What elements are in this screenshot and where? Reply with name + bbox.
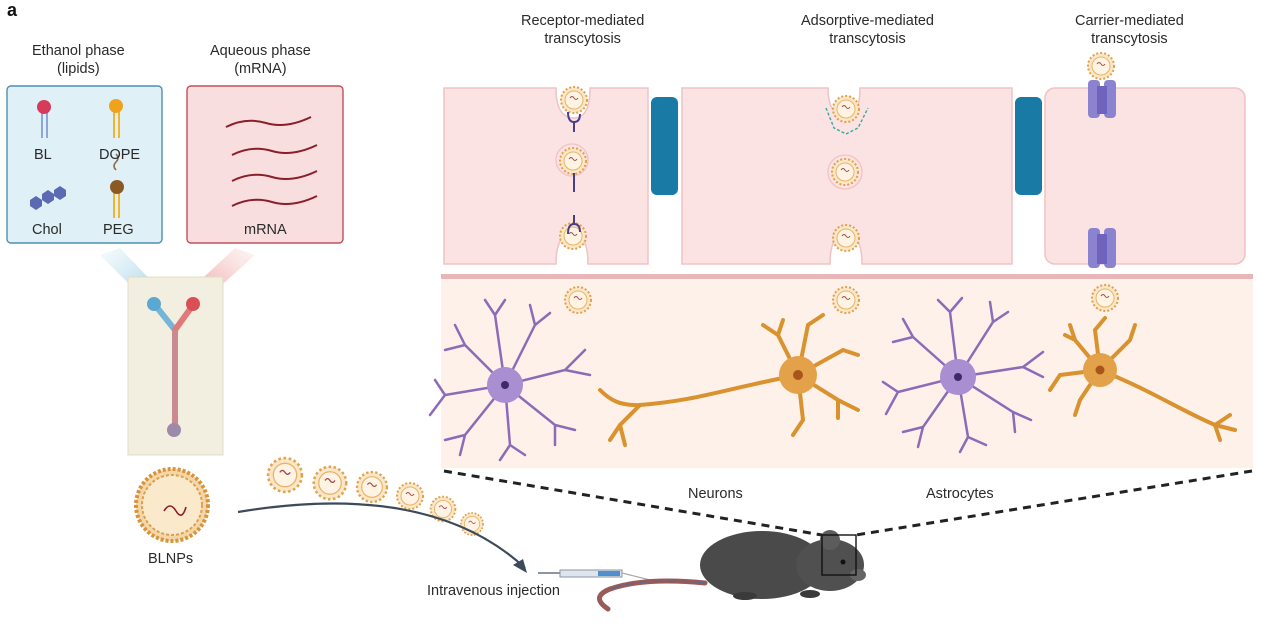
aqueous-phase-line1: Aqueous phase: [210, 43, 311, 59]
carrier-mediated-transporters: [1087, 52, 1116, 268]
microfluidic-channel: [147, 297, 200, 437]
mrna-label: mRNA: [244, 222, 287, 238]
brain-region-marker: [821, 534, 857, 576]
ethanol-phase-line1: Ethanol phase: [32, 43, 125, 59]
adsorptive-mediated-title: Adsorptive-mediated transcytosis: [801, 12, 934, 48]
adsorptive-mediated-line2: transcytosis: [829, 31, 906, 47]
ethanol-phase-box: [6, 85, 163, 244]
dope-label: DOPE: [99, 147, 141, 163]
brain-nanoparticle-1: [564, 286, 592, 314]
endothelial-cell-1: [443, 87, 649, 265]
tight-junction-1: [651, 97, 678, 195]
endothelial-cell-3: [1044, 87, 1246, 265]
neurons-label: Neurons: [688, 486, 743, 502]
injection-label: Intravenous injection: [427, 583, 560, 599]
aqueous-phase-box: [186, 85, 344, 244]
brain-nanoparticle-2: [832, 286, 860, 314]
chol-label: Chol: [32, 222, 62, 238]
receptor-mediated-line1: Receptor-mediated: [521, 13, 645, 29]
peg-label: PEG: [103, 222, 134, 238]
astrocyte-cell-2: [881, 296, 1045, 454]
syringe-icon: [538, 569, 651, 581]
carrier-mediated-line1: Carrier-mediated: [1075, 13, 1184, 29]
astrocyte-cell-1: [428, 298, 592, 462]
receptor-mediated-particles: [559, 86, 588, 250]
panel-letter: a: [7, 0, 18, 20]
carrier-mediated-line2: transcytosis: [1091, 31, 1168, 47]
basement-membrane: [441, 274, 1253, 279]
mouse-icon: [597, 530, 866, 612]
neuron-cell-1: [598, 313, 860, 447]
injection-arrow: [237, 502, 526, 569]
astrocytes-label: Astrocytes: [926, 486, 994, 502]
brain-nanoparticle-3: [1091, 284, 1119, 312]
aqueous-phase-line2: (mRNA): [234, 61, 287, 77]
carrier-mediated-title: Carrier-mediated transcytosis: [1075, 12, 1184, 48]
bl-lipid-icon: [37, 100, 51, 138]
blnps-label: BLNPs: [148, 551, 194, 567]
blnp-particle-icon: [134, 467, 210, 543]
aqueous-phase-title: Aqueous phase (mRNA): [210, 42, 311, 78]
cholesterol-icon: [30, 186, 66, 210]
tight-junction-2: [1015, 97, 1042, 195]
peg-lipid-icon: [110, 153, 124, 218]
ethanol-phase-line2: (lipids): [57, 61, 100, 77]
zoom-line-right: [855, 469, 1253, 537]
receptor-mediated-title: Receptor-mediated transcytosis: [521, 12, 644, 48]
adsorptive-mediated-particles: [825, 95, 869, 252]
receptor-mediated-line2: transcytosis: [544, 31, 621, 47]
adsorptive-mediated-line1: Adsorptive-mediated: [801, 13, 934, 29]
bl-label: BL: [34, 147, 52, 163]
mrna-strands-icon: [225, 116, 318, 207]
neuron-cell-2: [1048, 316, 1237, 442]
dope-lipid-icon: [109, 99, 123, 138]
zoom-line-left: [443, 469, 823, 537]
ethanol-phase-title: Ethanol phase (lipids): [32, 42, 125, 78]
